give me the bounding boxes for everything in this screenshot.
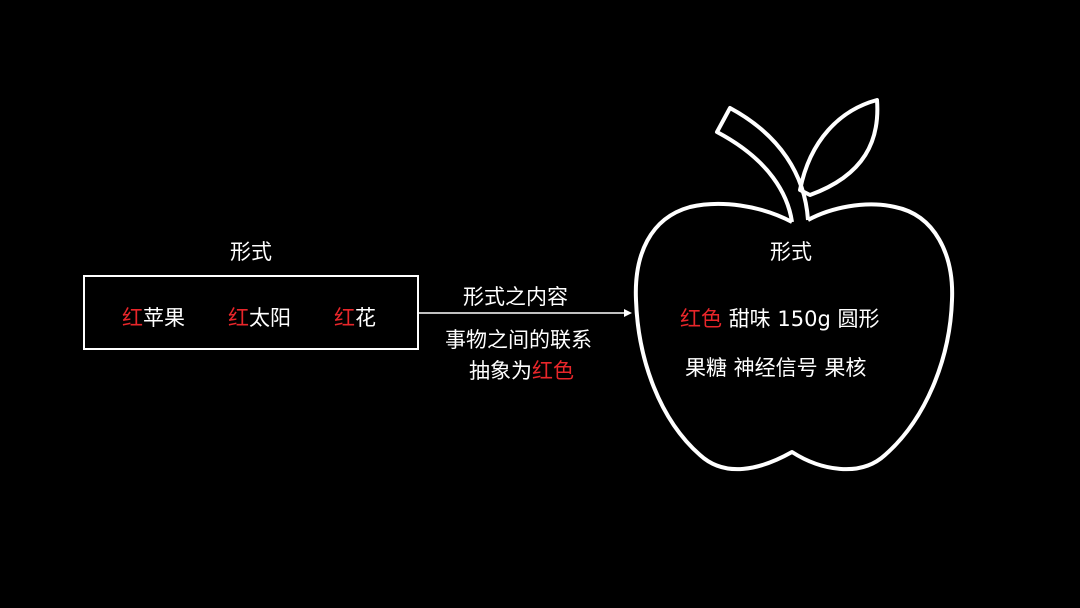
apple-title: 形式 xyxy=(770,240,812,264)
apple-line-1-red: 红色 xyxy=(680,307,722,331)
arrow-label-below-1: 事物之间的联系 xyxy=(445,328,592,352)
arrow-label-prefix: 抽象为 xyxy=(469,359,532,383)
example-red-prefix: 红 xyxy=(122,306,143,330)
example-text: 苹果 xyxy=(143,306,185,330)
example-text: 太阳 xyxy=(249,306,291,330)
example-red-prefix: 红 xyxy=(334,306,355,330)
arrow-head xyxy=(624,309,632,317)
examples-box xyxy=(83,275,419,350)
example-red-apple: 红苹果 xyxy=(122,302,185,332)
arrow-label-below-2: 抽象为红色 xyxy=(469,355,574,385)
apple-line-1-rest: 甜味 150g 圆形 xyxy=(728,307,880,331)
example-text: 花 xyxy=(355,306,376,330)
example-red-prefix: 红 xyxy=(228,306,249,330)
apple-outline xyxy=(633,201,955,472)
left-title: 形式 xyxy=(230,240,272,264)
apple-leaf xyxy=(798,98,880,197)
arrow-label-above: 形式之内容 xyxy=(463,285,568,309)
arrow-label-red: 红色 xyxy=(532,359,574,383)
example-red-sun: 红太阳 xyxy=(228,302,291,332)
apple-stem xyxy=(715,106,810,223)
example-red-flower: 红花 xyxy=(334,302,376,332)
apple-line-1: 红色 甜味 150g 圆形 xyxy=(680,303,879,333)
apple-line-2: 果糖 神经信号 果核 xyxy=(685,356,867,380)
